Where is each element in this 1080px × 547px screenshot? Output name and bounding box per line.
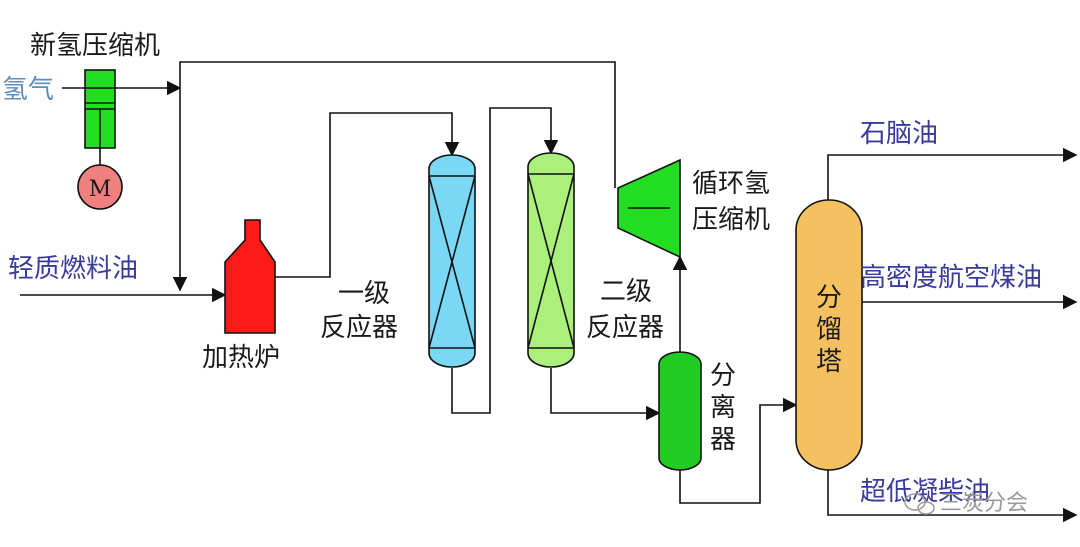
fractionator-label-char: 馏 (816, 315, 842, 345)
reactor-1-label-line1: 一级 (338, 279, 390, 309)
hydrogen-label: 氢气 (2, 75, 54, 105)
fractionator-label-char: 塔 (816, 347, 842, 377)
reactor-1 (428, 154, 476, 368)
motor-label: M (89, 177, 112, 202)
separator-label-char: 器 (710, 425, 736, 455)
separator-label-char: 分 (710, 361, 736, 391)
recycle-compressor-label-line2: 压缩机 (692, 205, 770, 235)
fractionator-label-char: 分 (816, 283, 842, 313)
separator-label-char: 离 (710, 393, 736, 423)
recycle-compressor-label-line1: 循环氢 (692, 169, 770, 199)
recycle-hydrogen-compressor (617, 158, 681, 259)
feed-label: 轻质燃料油 (8, 254, 138, 284)
pipes (20, 61, 1078, 523)
fresh-hydrogen-compressor (77, 69, 123, 210)
product-jet-fuel-label: 高密度航空煤油 (860, 263, 1042, 293)
pipe-recycle-hydrogen (172, 61, 616, 292)
watermark-label: 三炭分会 (940, 491, 1028, 516)
pipe-heater-to-r1 (275, 112, 460, 278)
pipe-r1-to-r2 (451, 107, 559, 414)
reactor-2-label-line2: 反应器 (586, 313, 664, 343)
reactor-2-label-line1: 二级 (600, 277, 652, 307)
motor-icon (77, 164, 123, 210)
pipe-separator-to-fractionator (679, 397, 798, 504)
reactor-1-label-line2: 反应器 (320, 313, 398, 343)
pipe-r2-to-separator (550, 368, 661, 421)
pipe-naphtha-out (827, 147, 1078, 200)
separator-vessel (658, 351, 702, 471)
reactor-2 (527, 152, 575, 368)
heater-furnace (224, 219, 276, 334)
reactor-2-catalyst-cross (527, 173, 575, 349)
pipe-diesel-out (827, 470, 1078, 523)
heater-label: 加热炉 (202, 343, 280, 373)
product-naphtha-label: 石脑油 (860, 119, 938, 149)
fractionator-column (795, 199, 863, 471)
watermark: 三炭分会 (904, 491, 1028, 516)
reactor-1-catalyst-cross (428, 175, 476, 349)
fresh-h2-compressor-label: 新氢压缩机 (30, 31, 160, 61)
wechat-icon (917, 501, 935, 515)
